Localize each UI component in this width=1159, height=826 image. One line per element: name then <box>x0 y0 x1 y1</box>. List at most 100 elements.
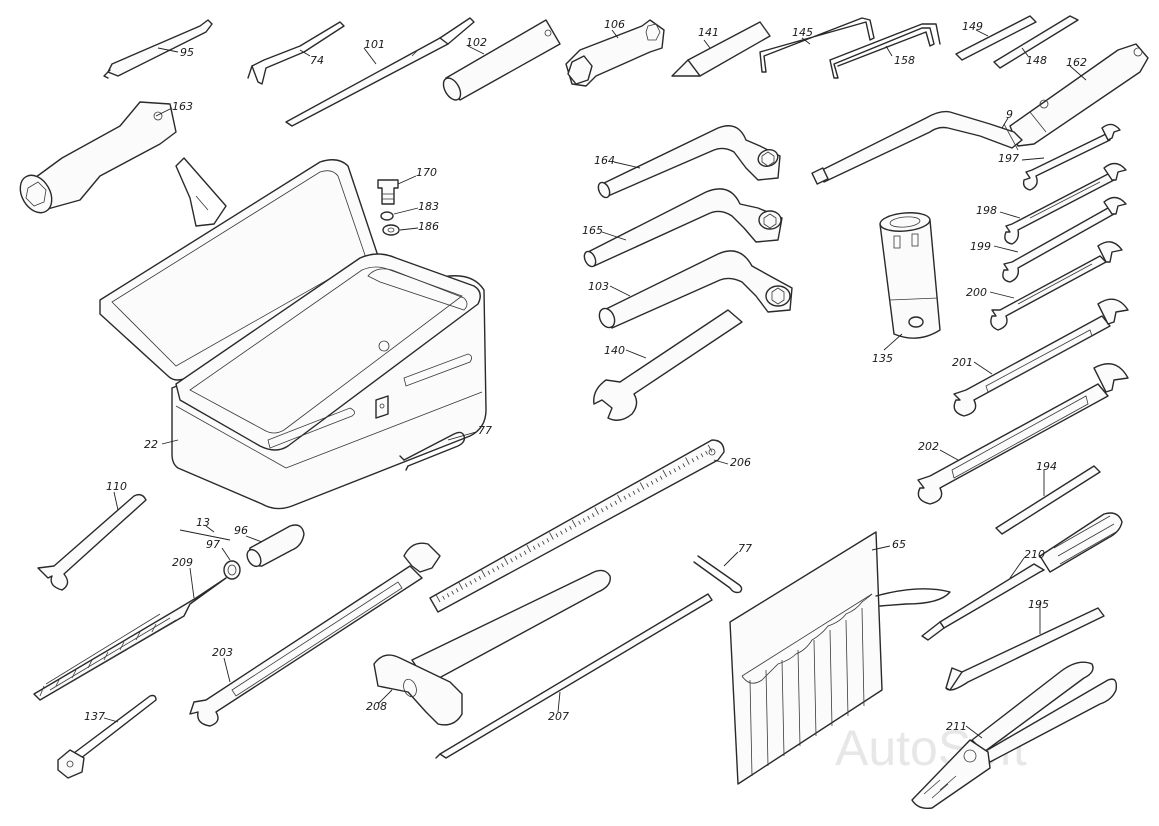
part-165-box-wrench <box>583 188 783 268</box>
label-165: 165 <box>582 224 603 237</box>
ruler-tick <box>591 513 595 518</box>
ruler-tick <box>481 569 486 578</box>
ruler-tick <box>655 478 658 483</box>
ruler-tick <box>435 594 441 603</box>
ruler-tick <box>600 508 604 513</box>
ruler-tick <box>700 453 704 458</box>
label-200: 200 <box>966 286 987 299</box>
part-202-open-end-spanner <box>917 363 1129 505</box>
ruler-tick <box>617 494 622 503</box>
part-149-pin-punch <box>955 15 1037 61</box>
part-164-box-wrench <box>597 125 781 199</box>
part-102-tube-spanner <box>442 19 561 101</box>
part-199-open-end-spanner <box>1002 196 1127 283</box>
ruler-tick <box>609 503 613 508</box>
label-106: 106 <box>604 18 625 31</box>
ruler-tick <box>549 532 554 540</box>
ruler-tick <box>560 530 563 535</box>
ruler-tick <box>594 507 600 515</box>
part-198-open-end-spanner <box>1004 162 1127 245</box>
ruler-tick <box>446 593 450 598</box>
part-96-file-handle <box>246 524 305 568</box>
ruler-tick <box>628 493 631 498</box>
part-77-split-pin-upper <box>399 431 466 471</box>
label-206: 206 <box>730 456 751 469</box>
part-211-pliers <box>911 661 1118 810</box>
ruler-tick <box>646 483 649 488</box>
label-183: 183 <box>418 200 439 213</box>
label-199: 199 <box>970 240 991 253</box>
ruler-tick <box>514 555 518 560</box>
label-22: 22 <box>144 438 158 451</box>
part-210-screwdriver <box>921 512 1123 641</box>
label-135: 135 <box>872 352 893 365</box>
part-194-drift-punch <box>995 465 1101 535</box>
ruler-tick <box>526 544 532 553</box>
part-197-open-end-spanner <box>1022 123 1121 191</box>
ruler-tick <box>639 482 645 490</box>
ruler-tick-marks <box>435 444 713 603</box>
ruler-tick <box>442 595 445 600</box>
ruler-tick <box>677 465 681 470</box>
ruler-tick <box>571 519 577 528</box>
part-183-spring-washer <box>380 211 394 221</box>
label-65: 65 <box>892 538 906 551</box>
ruler-tick <box>451 590 454 595</box>
part-135-spark-plug-socket <box>879 212 941 339</box>
part-208-hammer <box>373 569 611 726</box>
part-162-tube-wrench <box>1009 43 1149 147</box>
ruler-tick <box>487 570 491 575</box>
ruler-tick <box>673 468 677 473</box>
ruler-tick <box>537 543 541 548</box>
ruler-tick <box>458 582 464 590</box>
label-102: 102 <box>466 36 487 49</box>
part-195-tyre-lever <box>945 607 1105 691</box>
label-201: 201 <box>952 356 973 369</box>
label-96: 96 <box>234 524 248 537</box>
label-194: 194 <box>1036 460 1057 473</box>
label-163: 163 <box>172 100 193 113</box>
ruler-tick <box>662 469 668 478</box>
ruler-tick <box>523 550 527 555</box>
label-158: 158 <box>894 54 915 67</box>
part-77-split-pin-lower <box>693 555 743 594</box>
label-110: 110 <box>106 480 127 493</box>
ruler-tick <box>614 500 618 505</box>
part-141-center-punch <box>671 21 771 77</box>
part-148-pin-punch <box>993 15 1079 69</box>
ruler-tick <box>582 518 586 523</box>
ruler-tick <box>473 578 477 583</box>
label-149: 149 <box>962 20 983 33</box>
label-145: 145 <box>792 26 813 39</box>
label-208: 208 <box>366 700 387 713</box>
part-163-socket-wrench <box>19 101 177 214</box>
label-170: 170 <box>416 166 437 179</box>
label-141: 141 <box>698 26 719 39</box>
label-137: 137 <box>84 710 105 723</box>
ruler-tick <box>685 457 690 465</box>
part-140-flat-spanner <box>593 309 743 421</box>
ruler-tick <box>546 538 550 543</box>
label-210: 210 <box>1024 548 1045 561</box>
label-207: 207 <box>548 710 569 723</box>
label-148: 148 <box>1026 54 1047 67</box>
label-203: 203 <box>212 646 233 659</box>
label-186: 186 <box>418 220 439 233</box>
ruler-tick <box>637 488 640 493</box>
ruler-tick <box>705 450 708 455</box>
part-9-crank-handle <box>811 110 1023 185</box>
label-197: 197 <box>998 152 1019 165</box>
label-9: 9 <box>1006 108 1013 121</box>
part-103-box-wrench <box>598 250 793 329</box>
ruler-tick <box>564 528 568 533</box>
part-110-small-spanner <box>37 493 147 591</box>
ruler-tick <box>578 520 581 525</box>
label-77-lower: 77 <box>738 542 752 555</box>
part-203-ring-spanner <box>189 542 441 727</box>
label-140: 140 <box>604 344 625 357</box>
part-186-flat-washer <box>382 224 400 236</box>
part-145-hex-key <box>759 17 875 73</box>
part-97-ferrule <box>223 560 241 580</box>
ruler-tick <box>668 470 672 475</box>
label-77-upper: 77 <box>478 424 492 437</box>
